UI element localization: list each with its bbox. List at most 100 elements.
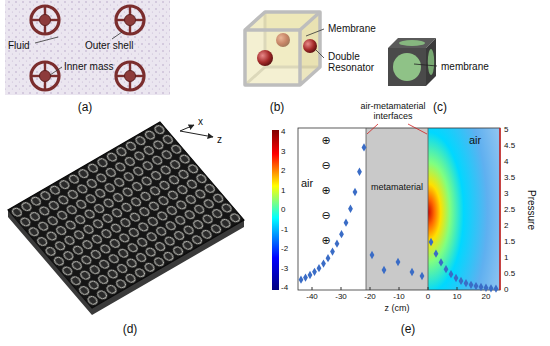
membrane-disc bbox=[399, 40, 425, 46]
axis-tick: 4 bbox=[504, 158, 508, 167]
cube-face bbox=[426, 38, 436, 86]
axis-tick: -40 bbox=[306, 293, 318, 302]
axis-arrow bbox=[180, 131, 213, 137]
data-point bbox=[330, 247, 335, 255]
axis-name: x bbox=[198, 116, 203, 127]
data-point bbox=[474, 282, 479, 290]
resonator-ring bbox=[116, 62, 144, 90]
cell-grid bbox=[8, 122, 244, 308]
leader-line bbox=[367, 124, 378, 134]
panel-c bbox=[388, 38, 437, 86]
plot-frame bbox=[298, 128, 500, 290]
part-label: Fluid bbox=[8, 40, 30, 51]
leader-line bbox=[112, 32, 122, 39]
pressure-axis bbox=[499, 128, 501, 290]
axis-tick: 3 bbox=[504, 190, 508, 199]
part-label: Double Resonator bbox=[328, 51, 386, 73]
data-point bbox=[317, 264, 322, 272]
resonator-ring bbox=[31, 62, 59, 90]
panel-label: (b) bbox=[270, 101, 285, 114]
axis-tick: 4.5 bbox=[504, 142, 515, 151]
membrane-disc bbox=[393, 53, 421, 81]
data-point bbox=[494, 285, 499, 293]
pressure-points bbox=[299, 143, 499, 293]
panel-label: (d) bbox=[123, 323, 138, 336]
frame-edge bbox=[245, 12, 320, 85]
data-point bbox=[299, 276, 304, 284]
charge-sign: ⊕ bbox=[321, 134, 330, 146]
data-point bbox=[303, 273, 308, 281]
part-label: membrane bbox=[441, 61, 489, 72]
leader-line bbox=[408, 124, 427, 134]
data-point bbox=[308, 271, 313, 279]
data-point bbox=[459, 277, 464, 285]
axis-tick: 20 bbox=[482, 293, 491, 302]
data-point bbox=[339, 230, 344, 238]
axis-tick: 5 bbox=[504, 126, 508, 135]
data-point bbox=[321, 259, 326, 267]
data-point bbox=[444, 265, 449, 273]
colorbar-tick: 3 bbox=[281, 147, 285, 156]
data-point bbox=[382, 266, 387, 274]
data-point bbox=[326, 254, 331, 262]
data-point bbox=[434, 249, 439, 257]
tick bbox=[370, 287, 371, 290]
data-point bbox=[410, 268, 415, 276]
interface-line bbox=[428, 128, 429, 290]
tick bbox=[428, 287, 429, 290]
tick bbox=[457, 287, 458, 290]
axis-arrow bbox=[180, 125, 194, 131]
panel-label: (c) bbox=[433, 101, 447, 114]
charge-sign: ⊕ bbox=[321, 234, 330, 246]
axis-tick: -10 bbox=[393, 293, 405, 302]
data-point bbox=[312, 268, 317, 276]
data-point bbox=[335, 240, 340, 248]
axis-ticks bbox=[312, 287, 486, 290]
resonator-ring bbox=[31, 6, 59, 34]
axis-tick: 0 bbox=[426, 293, 430, 302]
data-point bbox=[353, 188, 358, 196]
data-point bbox=[362, 143, 367, 151]
colorbar bbox=[272, 130, 279, 290]
data-point bbox=[357, 168, 362, 176]
membrane-face bbox=[245, 30, 300, 85]
interface-line bbox=[366, 128, 367, 290]
membrane-disc bbox=[428, 49, 434, 75]
region-label: air bbox=[301, 177, 313, 189]
data-point bbox=[420, 272, 425, 280]
axis-tick: 1 bbox=[504, 254, 508, 263]
axis-title: z (cm) bbox=[385, 304, 410, 314]
tick bbox=[399, 287, 400, 290]
fluid-background bbox=[5, 0, 170, 95]
data-point bbox=[484, 284, 489, 292]
data-point bbox=[449, 270, 454, 278]
data-point bbox=[396, 258, 401, 266]
frame-edge bbox=[300, 12, 320, 30]
axis-tick: -20 bbox=[364, 293, 376, 302]
leader-line bbox=[316, 50, 324, 58]
panel-b bbox=[245, 12, 324, 85]
axis-name: z bbox=[217, 134, 222, 145]
data-point bbox=[429, 238, 434, 246]
axis-tick: 2.5 bbox=[504, 206, 515, 215]
colorbar-tick: 0 bbox=[281, 206, 285, 215]
data-point bbox=[464, 279, 469, 287]
charge-sign: ⊕ bbox=[321, 184, 330, 196]
panel-a bbox=[5, 0, 170, 95]
colorbar-tick: -2 bbox=[281, 245, 288, 254]
region-label: metamaterial bbox=[371, 183, 423, 193]
leader-line bbox=[306, 29, 324, 36]
leader-line bbox=[414, 64, 437, 66]
air-region: air bbox=[298, 128, 366, 290]
axis-tick: 3.5 bbox=[504, 174, 515, 183]
axis-tick: 0 bbox=[504, 286, 508, 295]
charge-sign: ⊖ bbox=[321, 159, 330, 171]
leader-line bbox=[35, 37, 58, 43]
resonator-sphere bbox=[257, 50, 273, 66]
colorbar-tick: 4 bbox=[281, 128, 285, 137]
data-point bbox=[370, 251, 375, 259]
axis-title: Pressure bbox=[526, 190, 537, 230]
